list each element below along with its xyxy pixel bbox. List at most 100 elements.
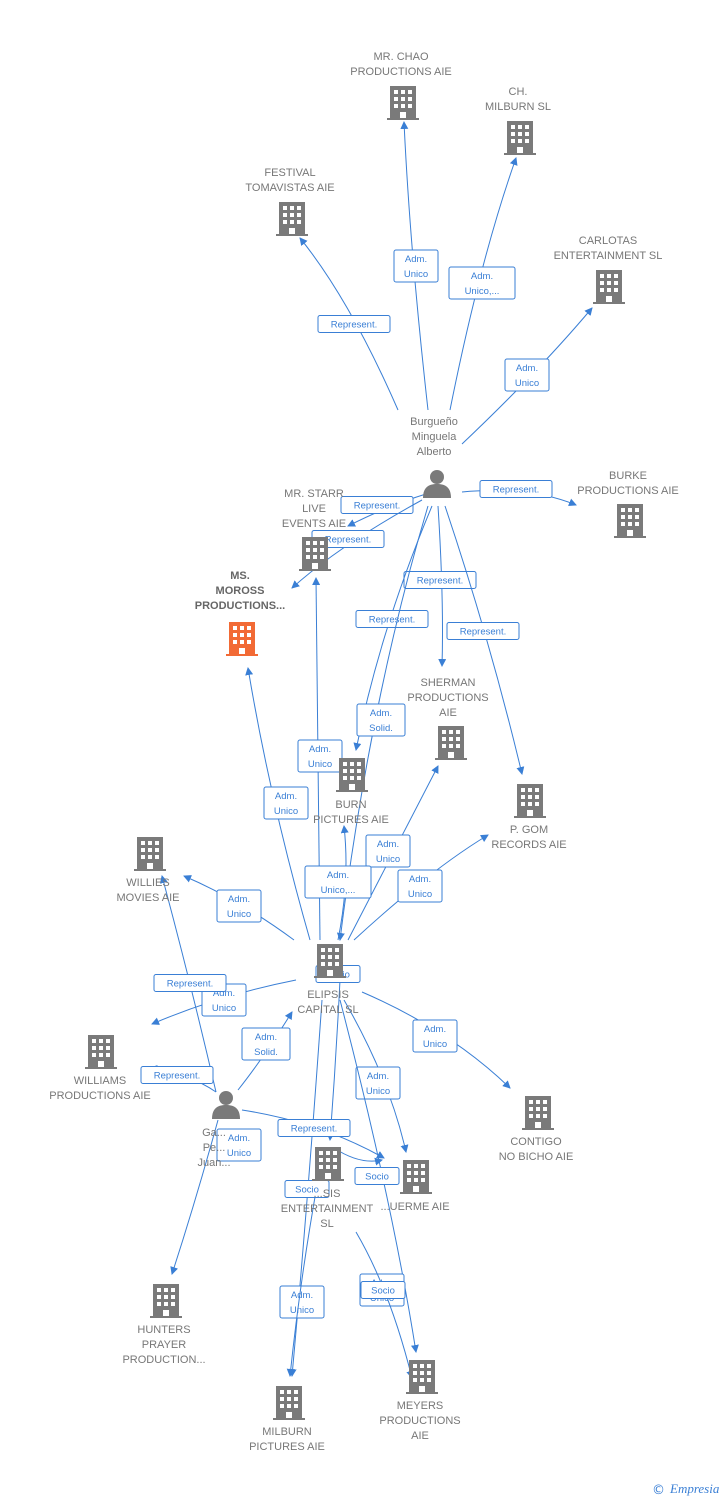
node-label[interactable]: PICTURES AIE: [313, 814, 389, 826]
relation-label-box[interactable]: [403, 571, 477, 589]
relation-label-box[interactable]: [354, 1167, 400, 1185]
node-label[interactable]: SL: [320, 1218, 333, 1230]
node-label[interactable]: HUNTERS: [137, 1324, 190, 1336]
node-label[interactable]: PRODUCTIONS AIE: [577, 485, 678, 497]
relation-label-box[interactable]: [479, 480, 553, 498]
building-icon[interactable]: [435, 726, 467, 760]
node-label[interactable]: CONTIGO: [510, 1136, 562, 1148]
node-label[interactable]: FESTIVAL: [264, 167, 315, 179]
node-duerme[interactable]: ...UERME AIE: [380, 1160, 450, 1213]
building-icon[interactable]: [614, 504, 646, 538]
node-label[interactable]: AIE: [411, 1430, 429, 1442]
relation-label-box[interactable]: [446, 622, 520, 640]
building-icon[interactable]: [150, 1284, 182, 1318]
node-garcia[interactable]: Ga...Pe...Juan...: [197, 1091, 240, 1169]
node-burke[interactable]: BURKE PRODUCTIONS AIE: [577, 470, 679, 538]
node-ms-moross[interactable]: MS.MOROSSPRODUCTIONS...: [195, 570, 285, 656]
relation-label-box[interactable]: [365, 834, 411, 868]
node-label[interactable]: PRODUCTIONS AIE: [350, 66, 451, 78]
node-label[interactable]: Burgueño: [410, 416, 458, 428]
building-icon[interactable]: [299, 537, 331, 571]
node-label[interactable]: MILBURN SL: [485, 101, 551, 113]
node-contigo[interactable]: CONTIGO NO BICHO AIE: [499, 1096, 574, 1163]
building-icon[interactable]: [312, 1147, 344, 1181]
node-elipsis-ent[interactable]: ...SIS ENTERTAINMENT SL: [281, 1147, 374, 1230]
node-label[interactable]: WILLIAMS: [74, 1075, 127, 1087]
building-icon[interactable]: [314, 944, 346, 978]
building-icon[interactable]: [336, 758, 368, 792]
node-label[interactable]: CARLOTAS: [579, 235, 637, 247]
building-icon[interactable]: [514, 784, 546, 818]
relation-label-box[interactable]: [153, 974, 227, 992]
node-label[interactable]: PRODUCTIONS: [407, 692, 488, 704]
node-festival[interactable]: FESTIVAL TOMAVISTAS AIE: [245, 167, 335, 236]
person-icon[interactable]: [212, 1091, 240, 1119]
building-icon[interactable]: [400, 1160, 432, 1194]
node-label[interactable]: Pe...: [203, 1142, 226, 1154]
building-icon[interactable]: [406, 1360, 438, 1394]
person-icon[interactable]: [423, 470, 451, 498]
node-mr-chao[interactable]: MR. CHAO PRODUCTIONS AIE: [350, 51, 452, 120]
node-label[interactable]: P. GOM: [510, 824, 548, 836]
node-label[interactable]: RECORDS AIE: [491, 839, 566, 851]
node-label[interactable]: MOVIES AIE: [117, 892, 180, 904]
node-carlotas[interactable]: CARLOTAS ENTERTAINMENT SL: [554, 235, 663, 304]
node-williams[interactable]: WILLIAMS PRODUCTIONS AIE: [49, 1035, 151, 1102]
node-label[interactable]: TOMAVISTAS AIE: [245, 182, 334, 194]
relation-label-box[interactable]: [279, 1285, 325, 1319]
relation-label-box[interactable]: [216, 889, 262, 923]
relation-label-box[interactable]: [263, 786, 309, 820]
node-label[interactable]: ...UERME AIE: [380, 1201, 449, 1213]
node-label[interactable]: ENTERTAINMENT: [281, 1203, 374, 1215]
relation-label-box[interactable]: [397, 869, 443, 903]
node-label[interactable]: Minguela: [412, 431, 458, 443]
node-label[interactable]: PRODUCTIONS: [379, 1415, 460, 1427]
node-label[interactable]: MS.: [230, 570, 250, 582]
node-label[interactable]: LIVE: [302, 503, 326, 515]
relation-label-box[interactable]: [277, 1119, 351, 1137]
node-label[interactable]: NO BICHO AIE: [499, 1151, 574, 1163]
building-icon[interactable]: [387, 86, 419, 120]
relation-label-box[interactable]: [355, 1066, 401, 1100]
node-label[interactable]: AIE: [439, 707, 457, 719]
node-hunters[interactable]: HUNTERSPRAYERPRODUCTION...: [122, 1284, 206, 1366]
building-icon[interactable]: [504, 121, 536, 155]
relation-label-box[interactable]: [504, 358, 550, 392]
node-label[interactable]: PRODUCTIONS AIE: [49, 1090, 150, 1102]
relation-label-box[interactable]: [304, 865, 372, 899]
node-label[interactable]: ENTERTAINMENT SL: [554, 250, 663, 262]
building-icon[interactable]: [226, 622, 258, 656]
building-icon[interactable]: [134, 837, 166, 871]
node-label[interactable]: ...SIS: [314, 1188, 341, 1200]
node-label[interactable]: MR. STARR: [284, 488, 344, 500]
relation-label-box[interactable]: [297, 739, 343, 773]
building-icon[interactable]: [273, 1386, 305, 1420]
relation-label-box[interactable]: [241, 1027, 291, 1061]
node-sherman[interactable]: SHERMAN PRODUCTIONS AIE: [407, 677, 489, 760]
relation-label-box[interactable]: [355, 610, 429, 628]
node-p-gom[interactable]: P. GOM RECORDS AIE: [491, 784, 567, 851]
node-label[interactable]: PICTURES AIE: [249, 1441, 325, 1453]
relation-label-box[interactable]: [284, 1180, 330, 1198]
node-label[interactable]: CAPITAL SL: [297, 1004, 358, 1016]
relation-label-box[interactable]: [360, 1281, 406, 1299]
node-label[interactable]: PRAYER: [142, 1339, 186, 1351]
building-icon[interactable]: [522, 1096, 554, 1130]
relation-label-box[interactable]: [317, 315, 391, 333]
building-icon[interactable]: [593, 270, 625, 304]
node-label[interactable]: BURKE: [609, 470, 647, 482]
building-icon[interactable]: [85, 1035, 117, 1069]
node-ch-milburn[interactable]: CH.MILBURN SL: [485, 86, 551, 155]
node-label[interactable]: MR. CHAO: [374, 51, 429, 63]
node-label[interactable]: Juan...: [197, 1157, 230, 1169]
relation-label-box[interactable]: [393, 249, 439, 283]
relation-label-box[interactable]: [412, 1019, 458, 1053]
relation-label-box[interactable]: [448, 266, 516, 300]
node-label[interactable]: SHERMAN: [420, 677, 475, 689]
